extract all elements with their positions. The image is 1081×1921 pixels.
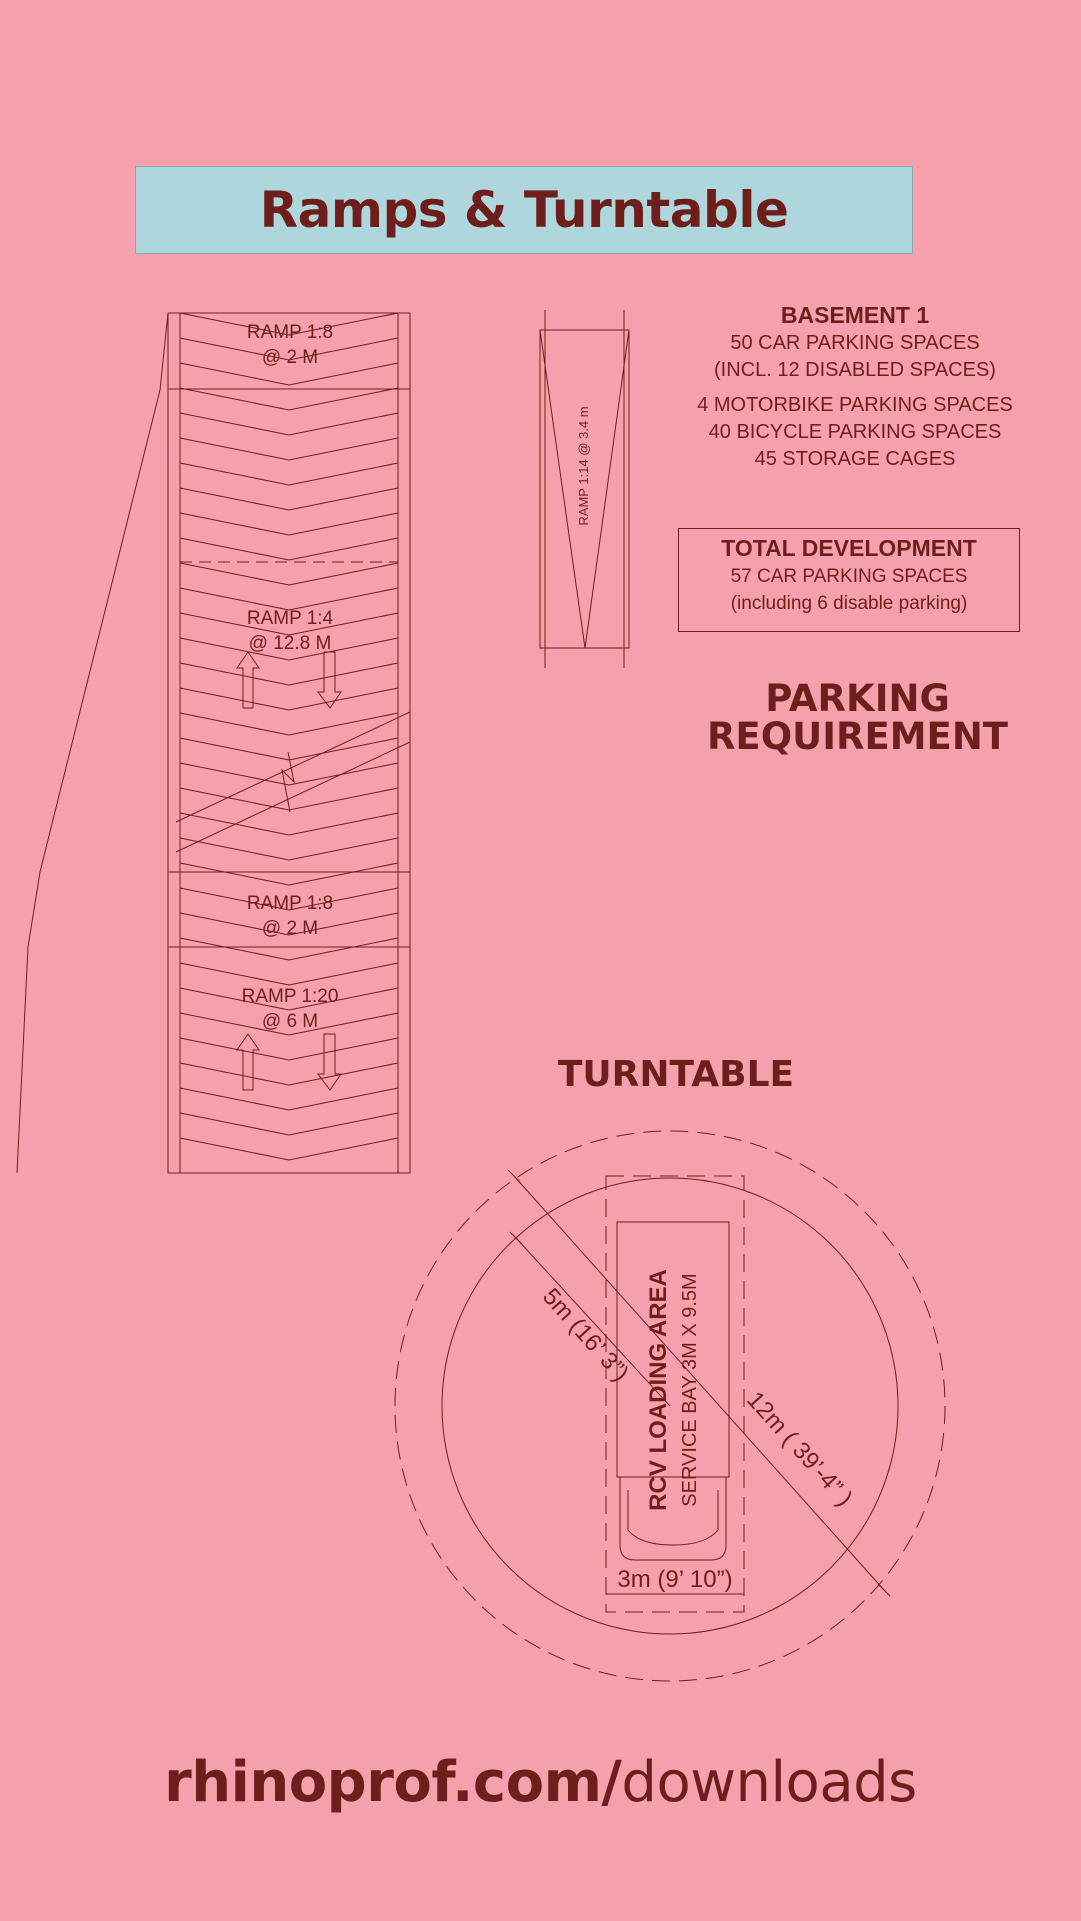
break-mark bbox=[281, 751, 295, 813]
turntable-labels: RCV LOADING AREA SERVICE BAY 3M X 9.5M 5… bbox=[537, 1269, 858, 1593]
ramp-chevron-line bbox=[179, 637, 399, 661]
total-development-box: TOTAL DEVELOPMENT 57 CAR PARKING SPACES … bbox=[678, 528, 1020, 632]
ramp-chevron-line bbox=[179, 937, 399, 961]
turntable-outer-circle bbox=[394, 1130, 946, 1682]
ramp-chevron-line bbox=[179, 687, 399, 711]
truck-cab bbox=[619, 1476, 727, 1561]
basement-disabled-spaces: (INCL. 12 DISABLED SPACES) bbox=[714, 359, 996, 381]
ramp-chevron-line bbox=[179, 712, 399, 736]
ramp-chevron-line bbox=[179, 787, 399, 811]
section-break-line bbox=[175, 741, 411, 853]
ramp-chevrons bbox=[179, 312, 399, 1161]
up-arrow bbox=[236, 1033, 260, 1091]
ramp-chevron-line bbox=[179, 462, 399, 486]
ramp-labels: RAMP 1:8 @ 2 M RAMP 1:4 @ 12.8 M RAMP 1:… bbox=[242, 322, 591, 1032]
ramp-chevron-line bbox=[179, 587, 399, 611]
ramp-elevation-profile bbox=[16, 312, 169, 1174]
down-arrow bbox=[317, 651, 342, 709]
ramp-chevron-line bbox=[179, 337, 399, 361]
parking-requirement-line1: PARKING bbox=[765, 677, 950, 720]
parking-requirement-line2: REQUIREMENT bbox=[706, 715, 1009, 758]
section-break-line bbox=[175, 711, 411, 823]
total-heading: TOTAL DEVELOPMENT bbox=[721, 535, 977, 561]
ramp-chevron-line bbox=[179, 362, 399, 386]
ramp-label: RAMP 1:8 bbox=[247, 893, 333, 914]
footer-url-domain: rhinoprof.com/ bbox=[164, 1750, 622, 1815]
ramp-chevron-line bbox=[179, 1137, 399, 1161]
dimension-label-width: 3m (9’ 10”) bbox=[617, 1566, 732, 1593]
dimension-label-outer: 12m ( 39’-4” ) bbox=[741, 1386, 857, 1511]
ramp-chevron-line bbox=[179, 762, 399, 786]
ramp-chevron-line bbox=[179, 862, 399, 886]
page-title: Ramps & Turntable bbox=[259, 181, 789, 239]
ramp-chevron-line bbox=[179, 962, 399, 986]
ramp-label: @ 2 M bbox=[262, 347, 318, 368]
basement-bicycle-spaces: 40 BICYCLE PARKING SPACES bbox=[708, 421, 1002, 443]
title-banner: Ramps & Turntable bbox=[135, 166, 913, 254]
tick-mark bbox=[507, 1169, 891, 1597]
down-arrow bbox=[317, 1033, 342, 1091]
total-car-spaces: 57 CAR PARKING SPACES bbox=[730, 566, 968, 587]
ramp-chevron-line bbox=[179, 537, 399, 561]
service-bay-outline bbox=[605, 1175, 745, 1613]
dimension-line-outer bbox=[513, 1175, 885, 1591]
basement-heading: BASEMENT 1 bbox=[780, 302, 930, 328]
dimension-label-inner: 5m (16’ 3”) bbox=[537, 1283, 634, 1387]
basement-motorbike-spaces: 4 MOTORBIKE PARKING SPACES bbox=[697, 394, 1013, 416]
ramp-chevron-line bbox=[179, 1062, 399, 1086]
ramp-chevron-line bbox=[179, 412, 399, 436]
loading-area-label: RCV LOADING AREA bbox=[645, 1269, 672, 1511]
ramp-chevron-line bbox=[179, 887, 399, 911]
basement-storage-cages: 45 STORAGE CAGES bbox=[754, 448, 956, 470]
turntable-heading: TURNTABLE bbox=[557, 1054, 795, 1095]
ramp-chevron-line bbox=[179, 512, 399, 536]
ramp-chevron-line bbox=[179, 1112, 399, 1136]
ramp-chevron-line bbox=[179, 612, 399, 636]
ramp-chevron-line bbox=[179, 437, 399, 461]
footer-url-path: downloads bbox=[621, 1750, 917, 1815]
turntable-inner-circle bbox=[441, 1177, 899, 1635]
truck-body bbox=[616, 1221, 730, 1478]
ramp-chevron-line bbox=[179, 1037, 399, 1061]
main-ramp bbox=[16, 312, 411, 1174]
ramp-label: RAMP 1:8 bbox=[247, 322, 333, 343]
ramp-chevron-line bbox=[179, 562, 399, 586]
ramp-chevron-line bbox=[179, 662, 399, 686]
parking-requirement-heading: PARKING REQUIREMENT bbox=[680, 680, 1035, 756]
small-ramp bbox=[539, 310, 630, 668]
basement-car-spaces: 50 CAR PARKING SPACES bbox=[730, 332, 980, 354]
ramp-chevron-line bbox=[179, 1012, 399, 1036]
ramp-chevron-line bbox=[179, 987, 399, 1011]
dimension-line-inner bbox=[515, 1237, 671, 1407]
ramp-label: @ 2 M bbox=[262, 918, 318, 939]
up-arrow bbox=[236, 651, 260, 709]
truck-windscreen bbox=[627, 1490, 719, 1546]
turntable-drawing bbox=[394, 1130, 946, 1682]
ramp-chevron-line bbox=[179, 837, 399, 861]
ramp-chevron-line bbox=[179, 312, 399, 336]
service-bay-label: SERVICE BAY 3M X 9.5M bbox=[679, 1273, 701, 1506]
ramp-chevron-line bbox=[179, 387, 399, 411]
ramp-chevron-line bbox=[179, 1087, 399, 1111]
ramp-chevron-line bbox=[179, 487, 399, 511]
ramp-outline bbox=[167, 312, 411, 1174]
ramp-chevron-line bbox=[179, 812, 399, 836]
total-disabled-spaces: (including 6 disable parking) bbox=[730, 593, 968, 614]
ramp-chevron-line bbox=[179, 912, 399, 936]
small-ramp-wedge bbox=[539, 329, 630, 649]
footer-url[interactable]: rhinoprof.com/downloads bbox=[0, 1750, 1081, 1815]
ramp-label: RAMP 1:20 bbox=[242, 986, 339, 1007]
ramp-label: @ 12.8 M bbox=[249, 633, 332, 654]
ramp-chevron-line bbox=[179, 737, 399, 761]
ramp-label: RAMP 1:4 bbox=[247, 608, 334, 629]
ramp-label: @ 6 M bbox=[262, 1011, 318, 1032]
basement-summary: BASEMENT 1 50 CAR PARKING SPACES (INCL. … bbox=[660, 300, 1050, 473]
small-ramp-label: RAMP 1:14 @ 3.4 m bbox=[576, 406, 591, 525]
